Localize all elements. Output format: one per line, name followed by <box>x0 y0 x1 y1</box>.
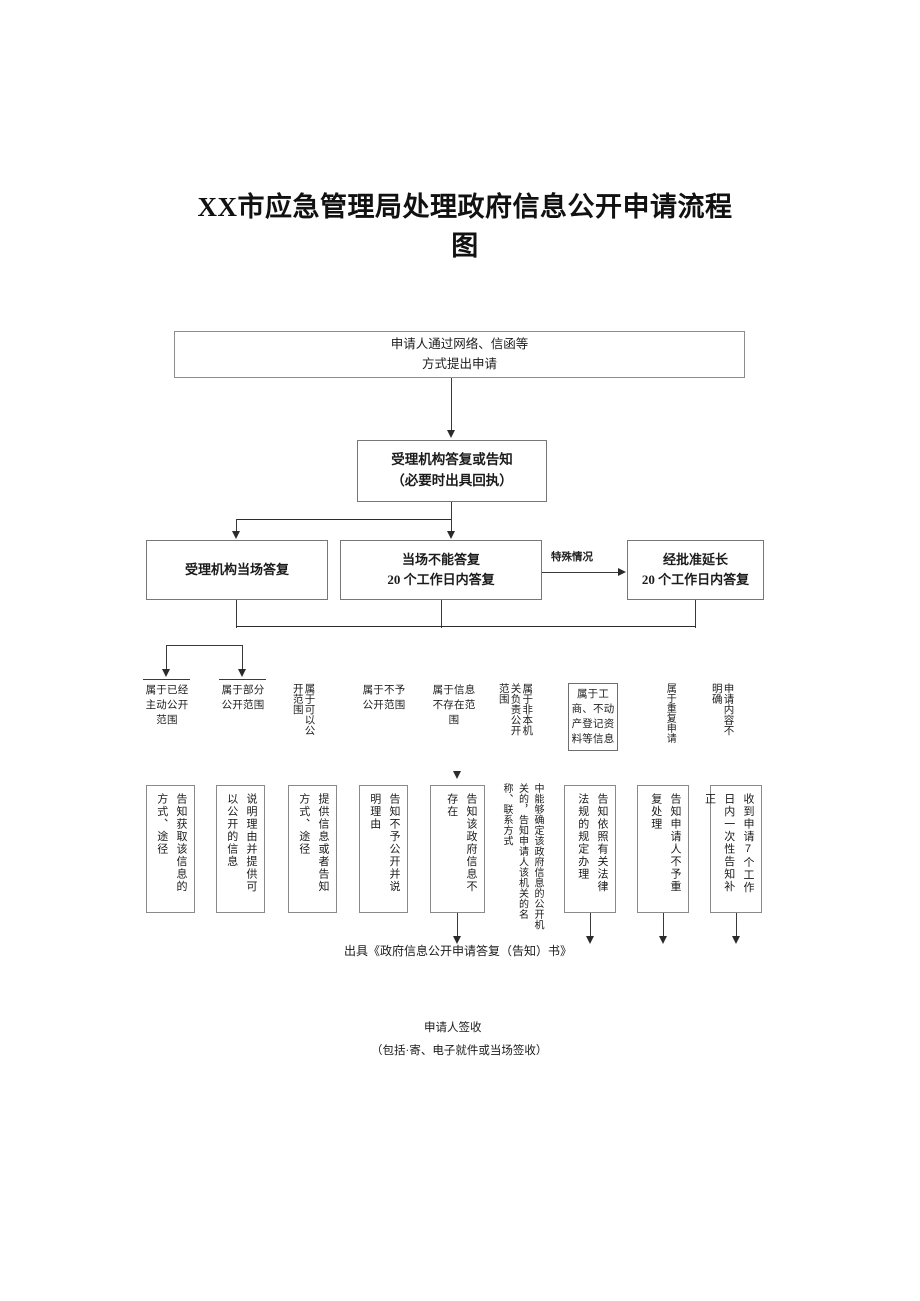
action-box-7: 告知依照有关法律法规的规定办理 <box>564 785 616 913</box>
node-extend-line1: 经批准延长 <box>662 551 728 567</box>
connector-split-bus <box>236 519 452 521</box>
node-approved-extension: 经批准延长 20 个工作日内答复 <box>627 540 764 600</box>
signature-note-text: （包括·寄、电子就件或当场签收） <box>371 1045 548 1057</box>
rule-cond-1 <box>143 679 190 681</box>
action-box-8: 告知申请人不予重复处理 <box>637 785 689 913</box>
node-onsite-reply: 受理机构当场答复 <box>146 540 328 600</box>
action-box-2: 说明理由并提供可以公开的信息 <box>216 785 265 913</box>
issue-document-text: 出具《政府信息公开申请答复（告知）书》 <box>344 944 573 958</box>
arrowhead-cond-1 <box>162 669 170 677</box>
connector-merge-bus <box>236 626 696 628</box>
arrowhead-to-action-5 <box>453 771 461 779</box>
connector-action7-down <box>590 913 592 940</box>
node-accept-line1: 受理机构答复或告知 <box>391 452 513 468</box>
connector-within20-down <box>441 600 443 628</box>
node-onsite-line1: 受理机构当场答复 <box>184 561 289 577</box>
action-box-3: 提供信息或者告知方式、途径 <box>288 785 337 913</box>
node-within20-line1: 当场不能答复 <box>401 551 480 567</box>
action-box-9: 收到申请7个工作日内一次性告知补正 <box>704 785 762 913</box>
arrowhead-action9-down <box>732 936 740 944</box>
connector-within20-to-extend <box>542 572 619 574</box>
condition-label-3: 属于可以公开范围 <box>291 683 316 736</box>
arrowhead-to-onsite <box>232 531 240 539</box>
arrowhead-action5-down <box>453 936 461 944</box>
arrowhead-cond-2 <box>238 669 246 677</box>
connector-accept-stem <box>451 502 453 520</box>
condition-label-8: 属于重复申请 <box>664 683 676 743</box>
connector-action5-down <box>457 913 459 940</box>
connector-branch-right-drop <box>242 645 244 672</box>
node-reply-within-20-days: 当场不能答复 20 个工作日内答复 <box>340 540 542 600</box>
condition-label-5: 属于信息不存在范围 <box>432 684 476 726</box>
node-accept-line2: （必要时出具回执） <box>391 473 513 488</box>
action-box-4: 告知不予公开并说明理由 <box>359 785 408 913</box>
action-box-6: 中能够确定该政府信息的公开机关的，告知申请人该机关的名称、联系方式 <box>501 783 543 930</box>
condition-label-7: 属于工商、不动产登记资料等信息 <box>568 683 618 751</box>
arrowhead-action7-down <box>586 936 594 944</box>
condition-label-6: 属于非本机关负责公开范围 <box>497 683 534 736</box>
connector-action8-down <box>663 913 665 940</box>
connector-branch-left-bus <box>166 645 243 647</box>
node-intake: 申请人通过网络、信函等 方式提出申请 <box>174 331 745 378</box>
node-extend-line2: 20 个工作日内答复 <box>641 572 750 587</box>
node-intake-line1: 申请人通过网络、信函等 <box>390 337 529 352</box>
connector-extend-down <box>695 600 697 628</box>
connector-branch-left-drop <box>166 645 168 672</box>
condition-label-9: 申请内容不明确 <box>710 683 735 736</box>
connector-split-right <box>451 519 453 533</box>
node-within20-line2: 20 个工作日内答复 <box>387 572 495 587</box>
condition-label-4: 属于不予公开范围 <box>362 684 406 711</box>
action-box-5: 告知该政府信息不存在 <box>430 785 485 913</box>
node-intake-line2: 方式提出申请 <box>421 356 497 371</box>
signature-title-text: 申请人签收 <box>424 1022 482 1034</box>
arrowhead-intake-to-accept <box>447 430 455 438</box>
connector-onsite-down <box>236 600 238 628</box>
arrowhead-action8-down <box>659 936 667 944</box>
page-title: XX市应急管理局处理政府信息公开申请流程图 <box>197 192 733 262</box>
action-box-1: 告知获取该信息的方式、途径 <box>146 785 195 913</box>
edge-label-special-case: 特殊情况 <box>551 552 593 563</box>
connector-split-left <box>236 519 238 533</box>
rule-cond-2 <box>219 679 266 681</box>
arrowhead-within20-to-extend <box>618 568 626 576</box>
arrowhead-to-within20 <box>447 531 455 539</box>
connector-action9-down <box>736 913 738 940</box>
connector-intake-to-accept <box>451 378 453 430</box>
node-accept: 受理机构答复或告知 （必要时出具回执） <box>357 440 547 502</box>
condition-label-1: 属于已经主动公开范围 <box>145 684 189 726</box>
condition-label-2: 属于部分公开范围 <box>221 684 265 711</box>
